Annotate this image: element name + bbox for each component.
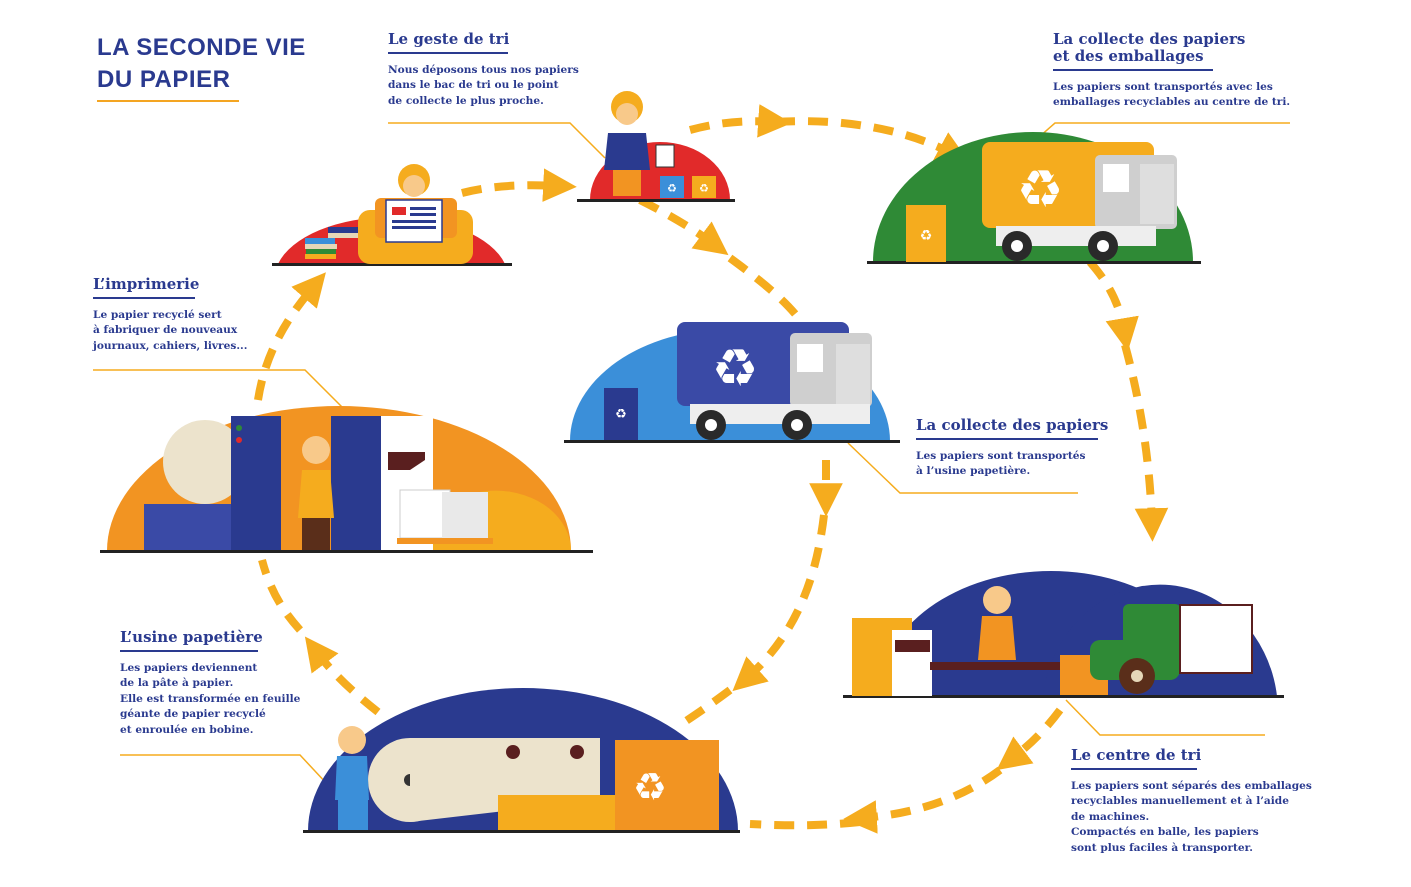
title-line-1: LA SECONDE VIE (97, 34, 306, 61)
step-description: Les papiers sont séparés des emballages … (1071, 779, 1312, 854)
step-geste-de-tri: Le geste de tri Nous déposons tous nos p… (388, 31, 603, 109)
step-description: Le papier recyclé sert à fabriquer de no… (93, 308, 248, 352)
step-heading: L’usine papetière (120, 628, 263, 646)
step-description: Les papiers sont transportés à l’usine p… (916, 449, 1086, 478)
arrow-sorting-center-down (996, 707, 1064, 771)
arrow-printing-to-reading (254, 272, 326, 401)
arrow-left-up (258, 558, 303, 633)
arrow-arc-to-orange-truck (774, 117, 970, 163)
svg-text:♻: ♻ (1017, 160, 1064, 220)
heading-underline (1071, 768, 1197, 770)
heading-underline (1053, 69, 1213, 71)
arrow-circle-to-mill (677, 686, 733, 729)
scene-paper-mill: ♻ (303, 688, 740, 833)
scene-sorting-gesture: ♻ ♻ (577, 91, 735, 202)
arrow-center-circle-down (732, 514, 828, 692)
scene-sorting-center (843, 571, 1284, 698)
step-heading: Le centre de tri (1071, 746, 1202, 764)
step-collecte-emballages: La collecte des papiers et des emballage… (1053, 31, 1313, 111)
svg-text:♻: ♻ (633, 765, 667, 809)
step-description: Nous déposons tous nos papiers dans le b… (388, 63, 579, 107)
arrow-to-paper-mill (843, 766, 1003, 834)
title-underline (97, 100, 239, 102)
arrow-to-sorting-center (1121, 343, 1169, 542)
arrow-blue-truck-curve (727, 254, 804, 323)
arrow-mill-to-printing (304, 636, 381, 716)
arrow-gesture-to-truck-orange (688, 104, 792, 138)
svg-text:♻: ♻ (920, 228, 933, 244)
step-heading: La collecte des papiers (916, 416, 1109, 434)
arrow-reading-to-sorting-gesture (461, 168, 577, 202)
heading-underline (388, 52, 508, 54)
step-heading: Le geste de tri (388, 30, 510, 48)
step-imprimerie: L’imprimerie Le papier recyclé sert à fa… (93, 276, 273, 354)
heading-underline (120, 650, 258, 652)
scene-orange-truck: ♻ ♻ (867, 132, 1201, 264)
heading-underline (93, 297, 195, 299)
step-centre-de-tri: Le centre de tri Les papiers sont séparé… (1071, 747, 1351, 856)
heading-underline (916, 438, 1098, 440)
step-description: Les papiers sont transportés avec les em… (1053, 80, 1291, 109)
arrow-gesture-to-blue-truck (638, 196, 729, 256)
scene-printing-house (100, 406, 593, 553)
arrow-orange-truck-down (1086, 259, 1139, 352)
svg-text:♻: ♻ (615, 407, 627, 422)
step-usine-papetiere: L’usine papetière Les papiers deviennent… (120, 629, 320, 738)
page-title: LA SECONDE VIE DU PAPIER (97, 32, 306, 96)
step-heading: L’imprimerie (93, 275, 200, 293)
step-description: Les papiers deviennent de la pâte à papi… (120, 661, 301, 736)
scene-blue-truck: ♻ ♻ (564, 322, 900, 443)
step-heading: La collecte des papiers et des emballage… (1053, 30, 1246, 65)
flow-arrows (254, 104, 1169, 834)
scene-reading (272, 164, 512, 266)
svg-text:♻: ♻ (699, 182, 709, 195)
arrow-mill-bottom (749, 818, 861, 830)
svg-text:♻: ♻ (667, 182, 677, 195)
title-line-2: DU PAPIER (97, 66, 231, 93)
svg-text:♻: ♻ (712, 339, 759, 399)
step-collecte-papiers: La collecte des papiers Les papiers sont… (916, 417, 1116, 480)
